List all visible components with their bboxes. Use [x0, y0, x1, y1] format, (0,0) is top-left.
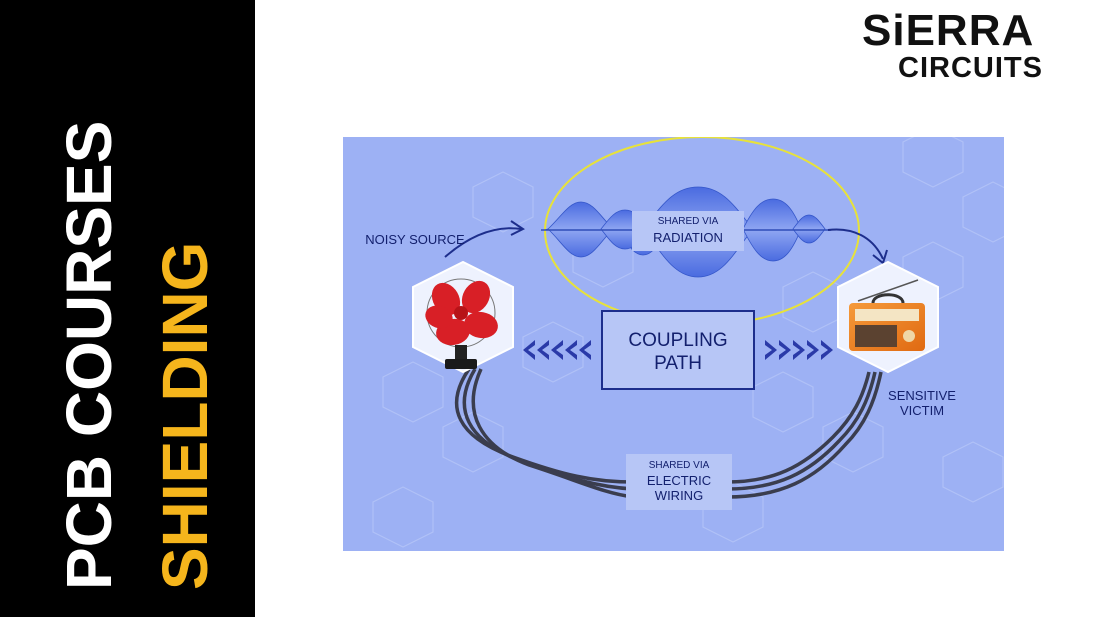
- course-title: PCB COURSES: [53, 120, 125, 590]
- noisy-source-label: NOISY SOURCE: [365, 232, 465, 247]
- radio-icon: [837, 260, 939, 374]
- course-subtitle: SHIELDING: [149, 241, 221, 590]
- logo-circuits: CIRCUITS: [898, 52, 1043, 84]
- wiring-small-label: SHARED VIA: [648, 460, 710, 471]
- wiring-label: ELECTRIC WIRING: [646, 473, 712, 503]
- logo-sierra: SiERRA: [862, 6, 1035, 55]
- coupling-arrows-left: [523, 340, 591, 360]
- coupling-diagram: NOISY SOURCE SENSITIVE VICTIM SHARED VIA…: [343, 137, 1004, 551]
- arrow-to-radiation: [444, 227, 522, 258]
- radiation-label: RADIATION: [653, 230, 723, 245]
- coupling-path-box: COUPLING PATH: [601, 310, 755, 390]
- fan-icon: [412, 260, 514, 374]
- arrow-to-victim: [827, 228, 884, 260]
- electric-wiring-box: SHARED VIA ELECTRIC WIRING: [626, 454, 732, 510]
- sensitive-victim-label: SENSITIVE VICTIM: [888, 388, 956, 418]
- sidebar-banner: PCB COURSES SHIELDING: [0, 0, 255, 617]
- coupling-path-label: COUPLING PATH: [628, 330, 728, 374]
- radiation-box: SHARED VIA RADIATION: [632, 211, 744, 251]
- radiation-small-label: SHARED VIA: [657, 216, 719, 227]
- electric-wiring: [454, 368, 883, 499]
- coupling-arrows-right: [765, 340, 833, 360]
- hex-pattern: [372, 137, 1004, 548]
